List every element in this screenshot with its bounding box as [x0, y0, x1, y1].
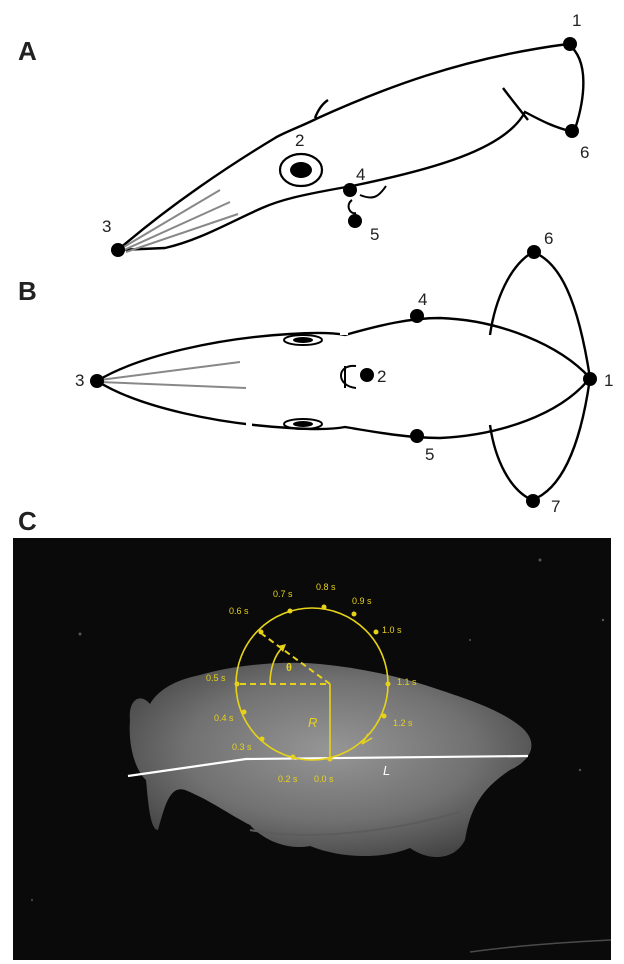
landmark-label-b-6: 6: [544, 229, 553, 248]
fin-upper: [490, 252, 590, 378]
squid-dorsal-diagram: 1 2 3 4 5 6 7: [75, 229, 613, 516]
siphon-dorsal: [341, 366, 356, 388]
landmark-a-5: [348, 214, 362, 228]
body-outline: [97, 318, 590, 438]
time-label-1-2: 1.2 s: [393, 718, 413, 728]
landmark-label-a-1: 1: [572, 11, 581, 30]
time-label-1-1: 1.1 s: [397, 677, 417, 687]
landmark-b-2: [360, 368, 374, 382]
landmark-label-b-4: 4: [418, 290, 427, 309]
radius-label: R: [308, 715, 317, 730]
fin-lower: [490, 378, 590, 500]
landmark-b-3: [90, 374, 104, 388]
landmark-label-b-1: 1: [604, 371, 613, 390]
theta-label: θ: [286, 662, 292, 674]
fin-line: [503, 88, 528, 120]
landmark-label-b-3: 3: [75, 371, 84, 390]
squid-lateral-diagram: 1 2 3 4 5 6: [102, 11, 589, 257]
time-label-0-5: 0.5 s: [206, 673, 226, 683]
landmark-b-1: [583, 372, 597, 386]
eye-top-pupil: [293, 337, 313, 343]
landmark-b-5: [410, 429, 424, 443]
time-label-0-0: 0.0 s: [314, 774, 334, 784]
landmark-b-4: [410, 309, 424, 323]
arms-lines-dorsal: [100, 362, 246, 388]
time-label-0-6: 0.6 s: [229, 606, 249, 616]
time-label-0-9: 0.9 s: [352, 596, 372, 606]
landmark-b-6: [527, 245, 541, 259]
time-label-0-4: 0.4 s: [214, 713, 234, 723]
time-label-0-2: 0.2 s: [278, 774, 298, 784]
landmark-a-4: [343, 183, 357, 197]
eye-bottom-pupil: [293, 421, 313, 427]
landmark-label-a-2: 2: [295, 131, 304, 150]
landmark-label-b-2: 2: [377, 367, 386, 386]
landmark-b-7: [526, 494, 540, 508]
landmark-a-1: [563, 37, 577, 51]
landmark-a-2: [297, 166, 305, 174]
landmark-label-a-4: 4: [356, 165, 365, 184]
length-label: L: [383, 763, 390, 778]
landmark-label-a-6: 6: [580, 143, 589, 162]
landmark-label-b-5: 5: [425, 445, 434, 464]
time-label-0-8: 0.8 s: [316, 582, 336, 592]
landmark-label-a-3: 3: [102, 217, 111, 236]
photo-panel: 0.0 s 0.2 s 0.3 s 0.4 s 0.5 s 0.6 s 0.7 …: [13, 538, 611, 960]
time-label-1-0: 1.0 s: [382, 625, 402, 635]
landmark-label-a-5: 5: [370, 225, 379, 244]
landmark-a-6: [565, 124, 579, 138]
landmark-a-3: [111, 243, 125, 257]
time-label-0-7: 0.7 s: [273, 589, 293, 599]
landmark-label-b-7: 7: [551, 497, 560, 516]
time-label-0-3: 0.3 s: [232, 742, 252, 752]
